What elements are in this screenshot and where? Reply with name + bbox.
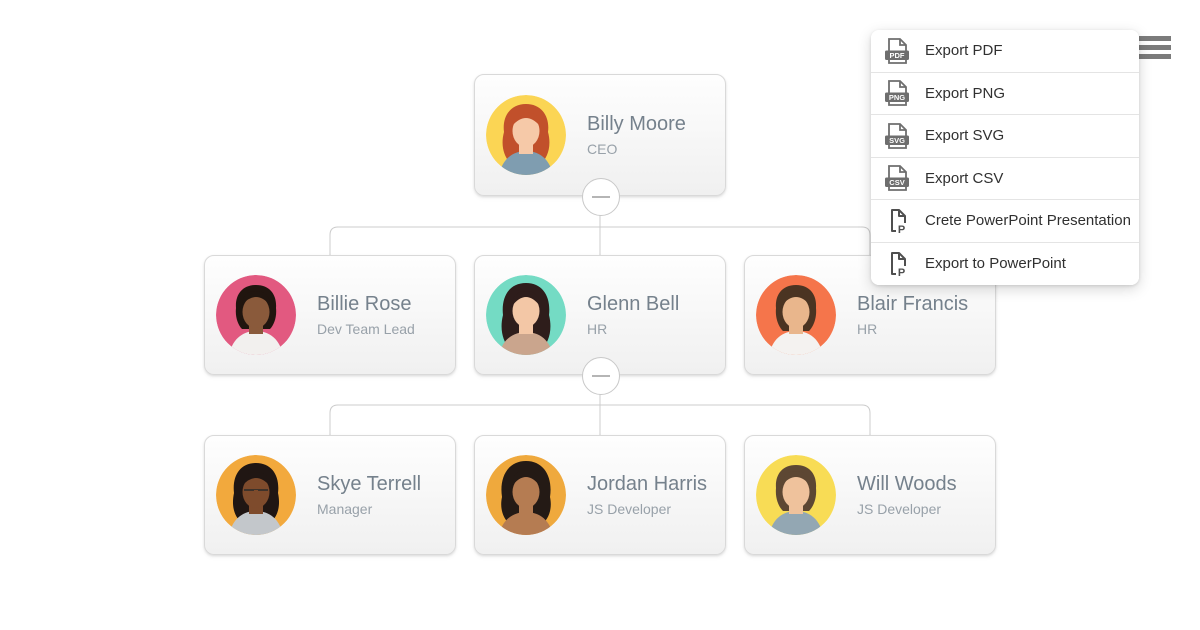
- powerpoint-icon: P: [891, 251, 908, 277]
- menu-item-label: Export SVG: [925, 127, 1005, 145]
- svg-text:PNG: PNG: [889, 93, 905, 102]
- org-card-billy-moore[interactable]: Billy Moore CEO: [474, 74, 726, 196]
- menu-item-export-svg[interactable]: SVG Export SVG: [871, 115, 1139, 158]
- avatar: [216, 455, 296, 535]
- powerpoint-icon: P: [891, 208, 908, 234]
- svg-text:PDF: PDF: [890, 51, 905, 60]
- avatar: [486, 455, 566, 535]
- employee-title: HR: [587, 321, 608, 337]
- employee-name: Billy Moore: [587, 113, 686, 135]
- employee-title: HR: [857, 321, 878, 337]
- employee-name: Glenn Bell: [587, 293, 680, 315]
- file-pdf-icon: PDF: [885, 37, 909, 64]
- export-menu: PDF Export PDF PNG Export PNG SVG Export…: [871, 30, 1139, 285]
- avatar: [756, 455, 836, 535]
- org-card-skye-terrell[interactable]: Skye Terrell Manager: [204, 435, 456, 555]
- org-card-glenn-bell[interactable]: Glenn Bell HR: [474, 255, 726, 375]
- employee-title: JS Developer: [587, 501, 672, 517]
- hamburger-icon: [1139, 36, 1171, 41]
- employee-name: Billie Rose: [317, 293, 412, 315]
- file-csv-icon: CSV: [885, 165, 909, 192]
- org-card-billie-rose[interactable]: Billie Rose Dev Team Lead: [204, 255, 456, 375]
- org-card-jordan-harris[interactable]: Jordan Harris JS Developer: [474, 435, 726, 555]
- employee-title: CEO: [587, 141, 618, 157]
- minus-icon: [592, 196, 610, 198]
- svg-text:SVG: SVG: [889, 136, 905, 145]
- collapse-toggle-glenn-bell[interactable]: [582, 357, 620, 395]
- employee-title: JS Developer: [857, 501, 942, 517]
- employee-name: Will Woods: [857, 473, 957, 495]
- avatar: [486, 95, 566, 175]
- menu-item-label: Export PNG: [925, 84, 1006, 102]
- menu-item-export-to-powerpoint[interactable]: P Export to PowerPoint: [871, 242, 1139, 285]
- menu-item-label: Crete PowerPoint Presentation: [925, 212, 1131, 230]
- employee-title: Dev Team Lead: [317, 321, 415, 337]
- org-card-will-woods[interactable]: Will Woods JS Developer: [744, 435, 996, 555]
- menu-item-export-png[interactable]: PNG Export PNG: [871, 72, 1139, 115]
- employee-title: Manager: [317, 501, 373, 517]
- employee-name: Blair Francis: [857, 293, 969, 315]
- employee-name: Skye Terrell: [317, 473, 422, 495]
- file-svg-icon: SVG: [885, 122, 909, 149]
- file-png-icon: PNG: [885, 80, 909, 107]
- svg-text:CSV: CSV: [889, 178, 904, 187]
- menu-item-label: Export PDF: [925, 42, 1003, 60]
- avatar: [756, 275, 836, 355]
- employee-name: Jordan Harris: [587, 473, 708, 495]
- svg-text:P: P: [898, 224, 905, 234]
- menu-item-label: Export to PowerPoint: [925, 255, 1066, 273]
- svg-text:P: P: [898, 267, 905, 277]
- collapse-toggle-ceo[interactable]: [582, 178, 620, 216]
- menu-item-create-powerpoint[interactable]: P Crete PowerPoint Presentation: [871, 200, 1139, 243]
- avatar: [216, 275, 296, 355]
- menu-item-label: Export CSV: [925, 169, 1004, 187]
- avatar: [486, 275, 566, 355]
- menu-item-export-pdf[interactable]: PDF Export PDF: [871, 30, 1139, 73]
- menu-item-export-csv[interactable]: CSV Export CSV: [871, 157, 1139, 200]
- minus-icon: [592, 375, 610, 377]
- hamburger-menu-button[interactable]: [1139, 36, 1171, 59]
